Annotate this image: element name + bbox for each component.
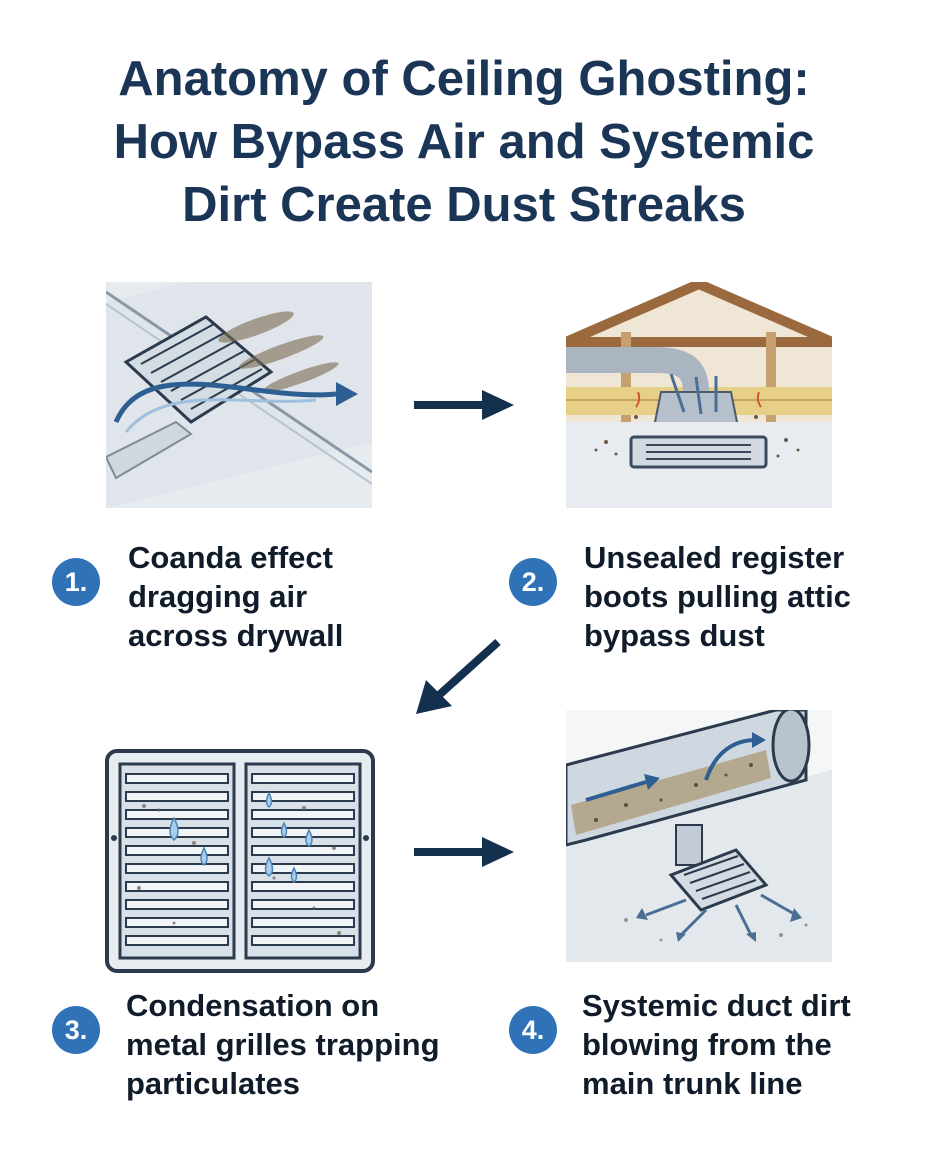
grille-condensation-illustration — [104, 748, 376, 974]
page-title: Anatomy of Ceiling Ghosting: How Bypass … — [40, 48, 888, 237]
caption-line: Coanda effect — [128, 540, 333, 575]
step-number-badge: 4. — [509, 1006, 557, 1054]
caption-line: Condensation on — [126, 988, 380, 1023]
illustration-attic-bypass — [566, 282, 832, 508]
caption-line: particulates — [126, 1066, 301, 1101]
title-line-1: Anatomy of Ceiling Ghosting: — [118, 52, 810, 106]
step-number-badge: 1. — [52, 558, 100, 606]
caption-line: Unsealed register — [584, 540, 845, 575]
arrow-diagonal-2-to-3 — [416, 639, 501, 714]
arrow-right-3-to-4 — [414, 837, 514, 867]
caption-line: dragging air — [128, 579, 308, 614]
caption-line: across drywall — [128, 618, 344, 653]
step-caption: Condensation on metal grilles trapping p… — [126, 986, 440, 1103]
step-caption: Systemic duct dirt blowing from the main… — [582, 986, 851, 1103]
title-line-3: Dirt Create Dust Streaks — [182, 178, 746, 232]
step-caption: Coanda effect dragging air across drywal… — [128, 538, 343, 655]
step-number-badge: 2. — [509, 558, 557, 606]
caption-line: main trunk line — [582, 1066, 803, 1101]
step-number-badge: 3. — [52, 1006, 100, 1054]
illustration-coanda-effect — [106, 282, 372, 508]
caption-line: blowing from the — [582, 1027, 832, 1062]
coanda-effect-illustration — [106, 282, 372, 508]
caption-line: boots pulling attic — [584, 579, 851, 614]
attic-bypass-illustration — [566, 282, 832, 508]
step-caption: Unsealed register boots pulling attic by… — [584, 538, 851, 655]
trunk-line-illustration — [566, 710, 832, 962]
arrow-right-1-to-2 — [414, 390, 514, 420]
caption-line: bypass dust — [584, 618, 765, 653]
title-line-2: How Bypass Air and Systemic — [113, 115, 815, 169]
caption-line: Systemic duct dirt — [582, 988, 851, 1023]
illustration-trunk-line — [566, 710, 832, 962]
illustration-grille-condensation — [104, 748, 376, 974]
caption-line: metal grilles trapping — [126, 1027, 440, 1062]
